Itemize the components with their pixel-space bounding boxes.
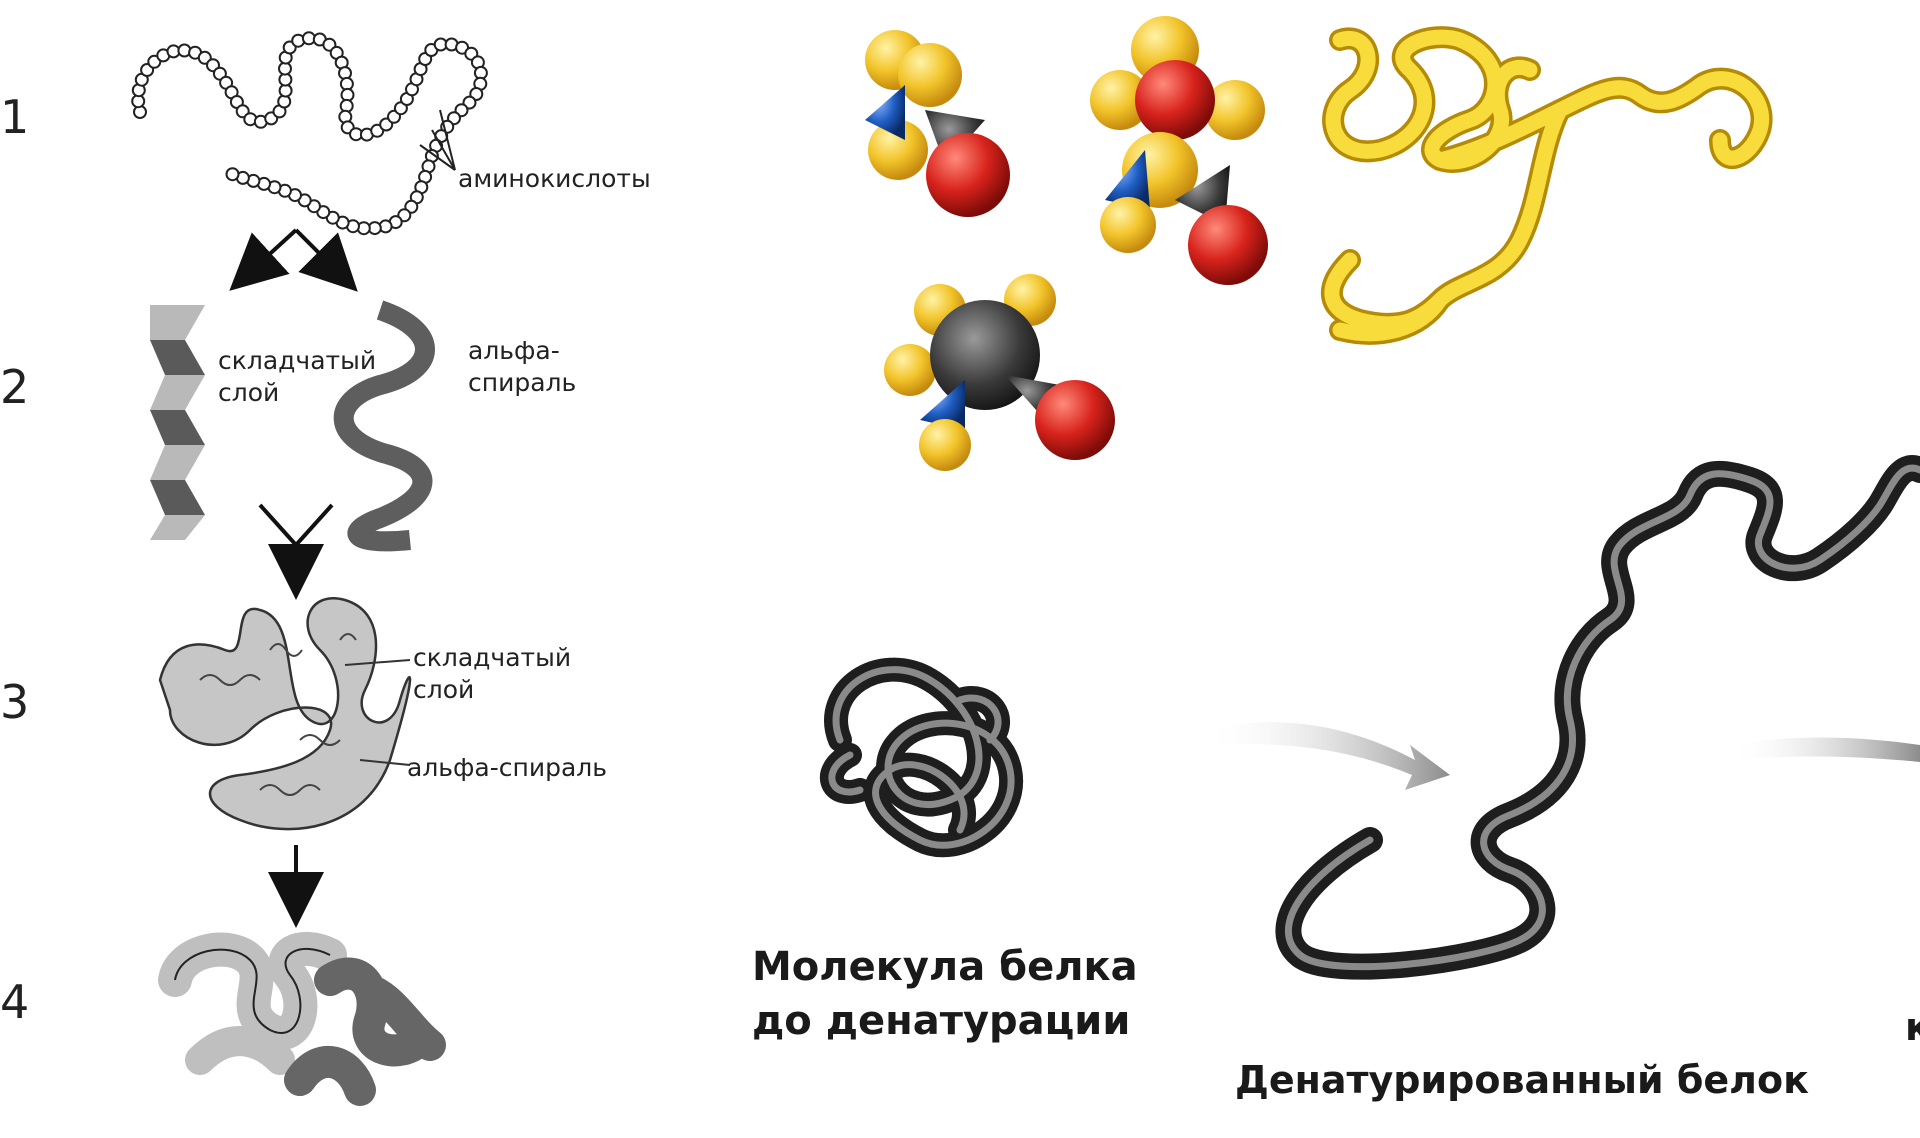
step-number-1: 1	[0, 90, 29, 144]
molecule-model-1	[865, 30, 1010, 217]
label-alpha-helix-2: альфа-спираль	[407, 752, 607, 784]
molecule-model-3	[884, 274, 1115, 471]
molecule-model-2	[1090, 16, 1268, 285]
denatured-protein-strand	[1288, 468, 1920, 967]
label-pleated-sheet-1: складчатый слой	[218, 345, 376, 409]
amino-acid-bead	[227, 168, 239, 180]
label-pleated-sheet-2: складчатый слой	[413, 642, 571, 706]
merge-arrow	[260, 505, 332, 572]
label-alpha-helix-1: альфа- спираль	[468, 335, 576, 399]
step-number-3: 3	[0, 675, 29, 729]
pleated-sheet-shape	[150, 305, 205, 540]
caption-native-protein: Молекула белка до денатурации	[752, 940, 1138, 1048]
step-number-2: 2	[0, 360, 29, 414]
quaternary-structure	[175, 949, 430, 1090]
caption-denatured-protein: Денатурированный белок	[1235, 1058, 1809, 1102]
caption-cut-off: к	[1905, 1005, 1920, 1049]
step-number-4: 4	[0, 975, 29, 1029]
native-protein-coil	[832, 670, 1011, 846]
yellow-polypeptide-tube	[1332, 37, 1762, 334]
tertiary-structure	[160, 598, 410, 829]
label-amino-acids: аминокислоты	[458, 163, 651, 195]
split-arrows	[250, 230, 338, 272]
denaturation-arrow-1	[1205, 722, 1450, 790]
denaturation-arrow-2	[1730, 738, 1920, 763]
